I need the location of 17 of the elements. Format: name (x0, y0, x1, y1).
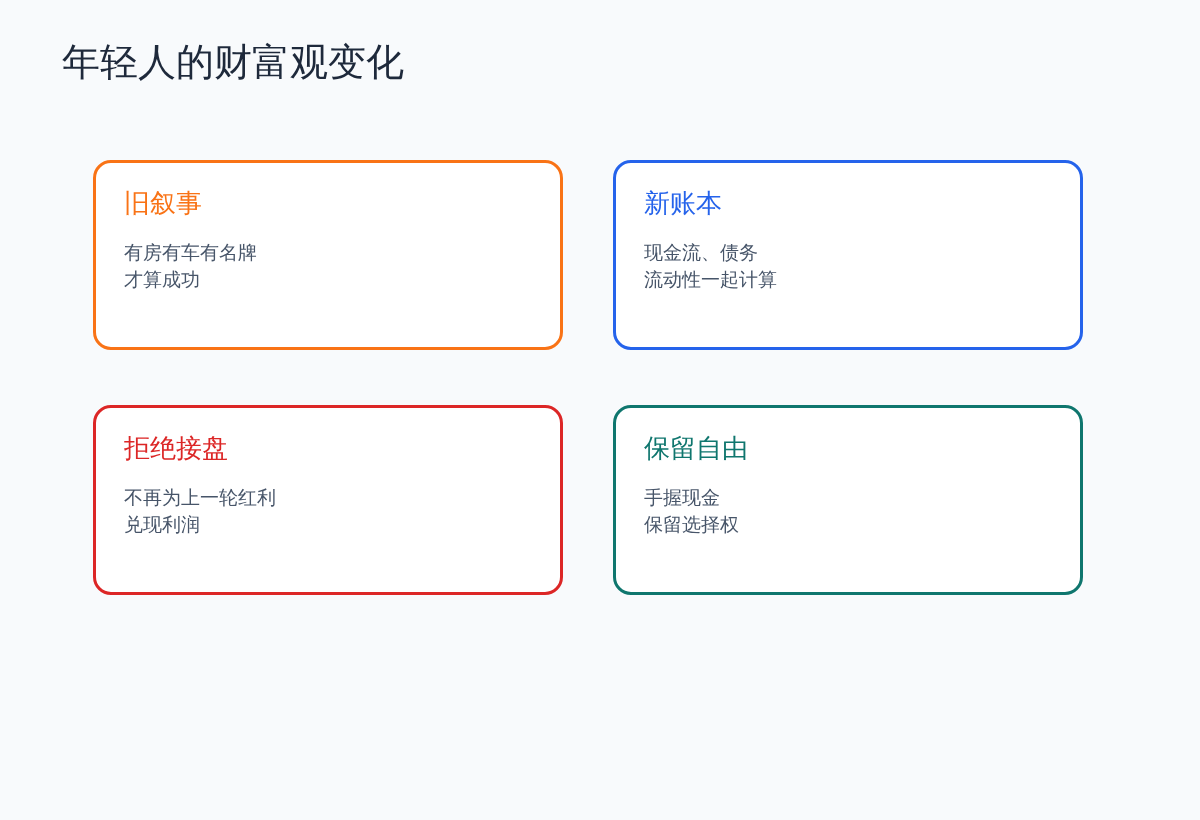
diagram-title: 年轻人的财富观变化 (62, 40, 404, 86)
card-text: 流动性一起计算 (644, 267, 777, 292)
card-text: 保留选择权 (644, 512, 739, 537)
card-text: 手握现金 (644, 485, 720, 510)
card-text: 有房有车有名牌 (124, 240, 257, 265)
card (613, 405, 1083, 595)
card-text: 不再为上一轮红利 (124, 485, 276, 510)
card-text: 才算成功 (124, 267, 200, 292)
card (93, 160, 563, 350)
card-heading: 旧叙事 (124, 187, 202, 219)
card-heading: 保留自由 (644, 432, 748, 464)
card (613, 160, 1083, 350)
card (93, 405, 563, 595)
card-heading: 新账本 (644, 187, 722, 219)
card-heading: 拒绝接盘 (124, 432, 228, 464)
card-text: 现金流、债务 (644, 240, 758, 265)
card-text: 兑现利润 (124, 512, 200, 537)
